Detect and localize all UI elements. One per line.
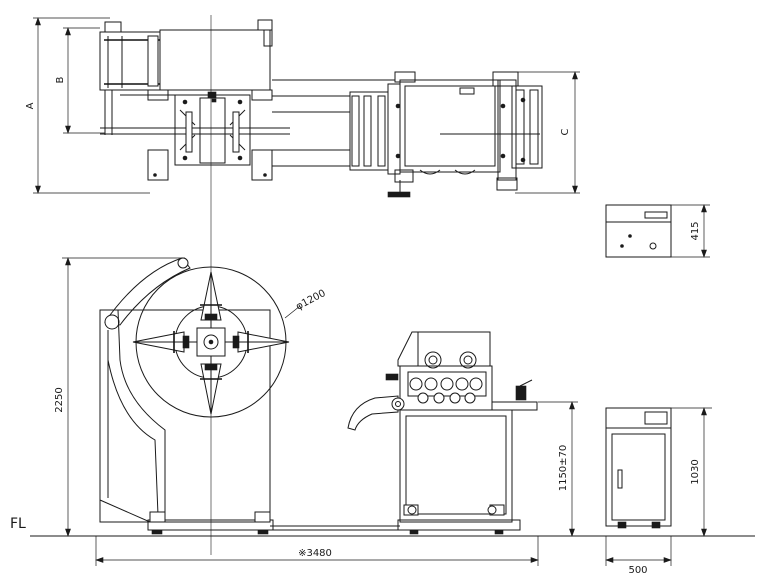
dim-a-label: A	[25, 102, 36, 109]
dim-415-label: 415	[690, 221, 701, 240]
straightener-front	[347, 331, 538, 535]
dimension-a: A	[25, 17, 150, 194]
floor-line: FL	[10, 516, 755, 537]
uncoiler-top	[99, 19, 290, 181]
floor-level-label: FL	[10, 516, 26, 532]
connecting-lines	[272, 79, 395, 167]
dim-1030-label: 1030	[690, 459, 701, 484]
base-rail	[270, 525, 400, 531]
dimension-1150: 1150±70	[538, 401, 578, 537]
dim-c-label: C	[560, 128, 571, 135]
dimension-c: C	[515, 71, 580, 194]
dimension-2250: 2250	[54, 257, 185, 537]
dimension-3480: ※3480	[95, 536, 539, 566]
dim-1150-label: 1150±70	[558, 445, 569, 492]
dim-b-label: B	[55, 76, 66, 83]
dim-diameter-label: φ1200	[294, 288, 327, 313]
control-box-front: 1030	[605, 407, 712, 537]
dim-2250-label: 2250	[54, 387, 65, 412]
dimension-500: 500	[605, 536, 672, 576]
control-box-top: 415	[605, 204, 710, 258]
dim-500-label: 500	[628, 565, 647, 576]
dimension-b: B	[55, 27, 105, 134]
dim-3480-label: ※3480	[298, 548, 332, 559]
uncoiler-front: φ1200	[99, 257, 328, 535]
top-view: A B	[25, 17, 580, 198]
straightener-top	[349, 71, 543, 198]
